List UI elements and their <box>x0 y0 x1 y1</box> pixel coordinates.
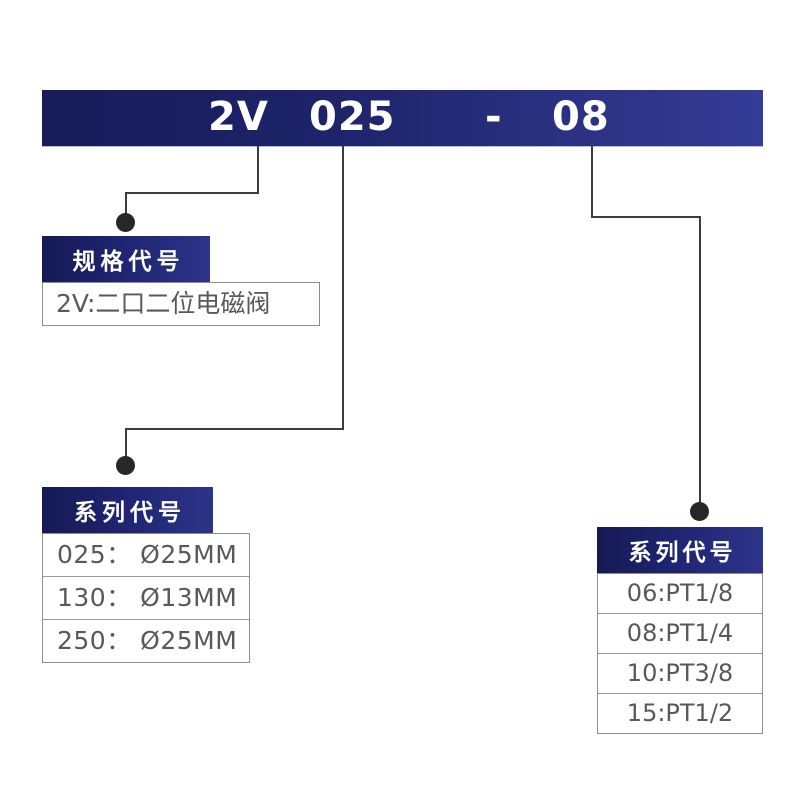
connector-series-dot <box>116 456 135 475</box>
code-token-series: 025 <box>309 94 396 141</box>
callout-header-port: 系列代号 <box>597 527 763 574</box>
callout-row: 15:PT1/2 <box>626 699 734 727</box>
callout-box-series: 系列代号 025： Ø25MM 130： Ø13MM 250： Ø25MM <box>42 487 250 663</box>
connector-port-dot <box>690 502 709 521</box>
model-code-bar: 2V 025 - 08 <box>42 90 763 146</box>
connector-port-vertical-bottom <box>699 216 701 504</box>
code-token-port: 08 <box>552 94 610 141</box>
connector-spec-vertical-top <box>257 146 259 194</box>
callout-row: 2V:二口二位电磁阀 <box>56 289 271 318</box>
connector-spec-horizontal <box>125 192 259 194</box>
connector-series-vertical-bottom <box>125 428 127 458</box>
callout-row: 025： Ø25MM <box>43 534 249 577</box>
callout-body-port: 06:PT1/8 08:PT1/4 10:PT3/8 15:PT1/2 <box>597 573 763 734</box>
callout-box-port: 系列代号 06:PT1/8 08:PT1/4 10:PT3/8 15:PT1/2 <box>597 527 763 734</box>
connector-series-vertical-top <box>342 146 344 430</box>
callout-header-spec: 规格代号 <box>42 236 210 283</box>
callout-row: 08:PT1/4 <box>598 614 762 654</box>
callout-row: 250： Ø25MM <box>57 626 238 655</box>
connector-spec-dot <box>116 213 135 232</box>
code-token-spec: 2V <box>208 94 269 141</box>
callout-body-series: 025： Ø25MM 130： Ø13MM 250： Ø25MM <box>42 533 250 663</box>
connector-spec-vertical-bottom <box>125 192 127 222</box>
callout-row: 10:PT3/8 <box>598 654 762 694</box>
connector-port-vertical-top <box>591 146 593 218</box>
callout-header-series: 系列代号 <box>42 487 213 534</box>
callout-row: 130： Ø13MM <box>43 577 249 620</box>
connector-port-horizontal <box>591 216 701 218</box>
code-token-dash: - <box>485 94 503 141</box>
callout-row: 06:PT1/8 <box>598 574 762 614</box>
connector-series-horizontal <box>125 428 344 430</box>
callout-body-spec: 2V:二口二位电磁阀 <box>42 282 320 326</box>
callout-box-spec: 规格代号 2V:二口二位电磁阀 <box>42 236 320 326</box>
